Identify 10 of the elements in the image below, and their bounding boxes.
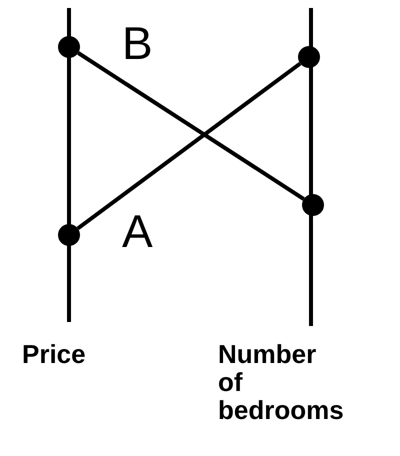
axis-label: Price [22,340,86,368]
line [76,62,302,230]
data-point [58,224,80,246]
data-point [302,194,324,216]
axis-label: Number of bedrooms [218,340,344,424]
line [77,51,305,201]
data-point [298,46,320,68]
line-label: B [122,20,153,66]
line-label: A [122,208,153,254]
data-point [58,36,80,58]
